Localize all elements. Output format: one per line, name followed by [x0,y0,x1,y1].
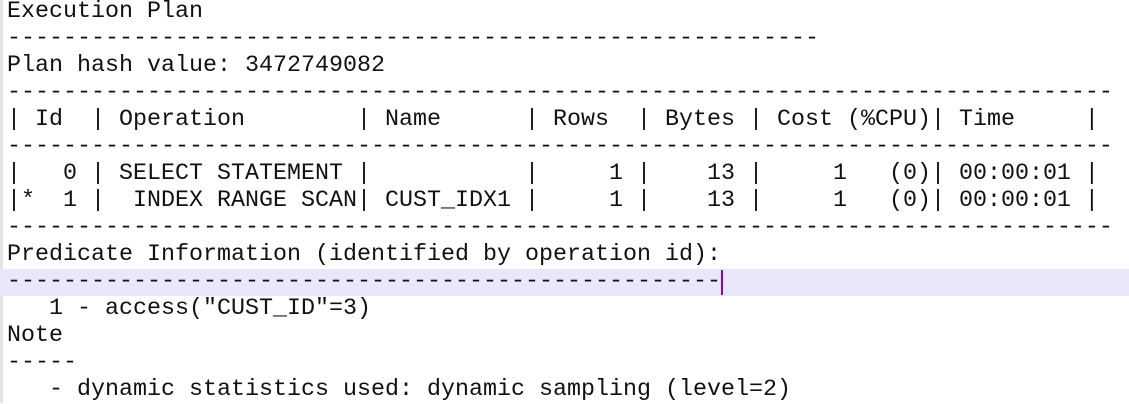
table-row[interactable]: |* 1 | INDEX RANGE SCAN| CUST_IDX1 | 1 |… [7,188,1099,214]
line-title[interactable]: Execution Plan [7,0,203,25]
line-separator[interactable]: ----------------------------------------… [7,215,1113,241]
line-predicate-heading[interactable]: Predicate Information (identified by ope… [7,242,721,268]
line-note-heading[interactable]: Note [7,323,63,349]
editor-gutter [0,0,3,403]
line-separator: ----------------------------------------… [7,269,721,295]
line-separator[interactable]: ----------------------------------------… [7,80,1113,106]
table-header-row[interactable]: | Id | Operation | Name | Rows | Bytes |… [7,107,1099,133]
line-separator[interactable]: ----------------------------------------… [7,26,819,52]
text-caret [720,270,723,295]
line-plan-hash[interactable]: Plan hash value: 3472749082 [7,53,385,79]
line-predicate[interactable]: 1 - access("CUST_ID"=3) [7,296,371,322]
line-separator[interactable]: ----- [7,350,77,376]
line-separator[interactable]: ----------------------------------------… [7,134,1113,160]
table-row[interactable]: | 0 | SELECT STATEMENT | | 1 | 13 | 1 (0… [7,161,1099,187]
current-line[interactable]: ----------------------------------------… [0,269,1129,296]
line-note[interactable]: - dynamic statistics used: dynamic sampl… [7,377,791,403]
